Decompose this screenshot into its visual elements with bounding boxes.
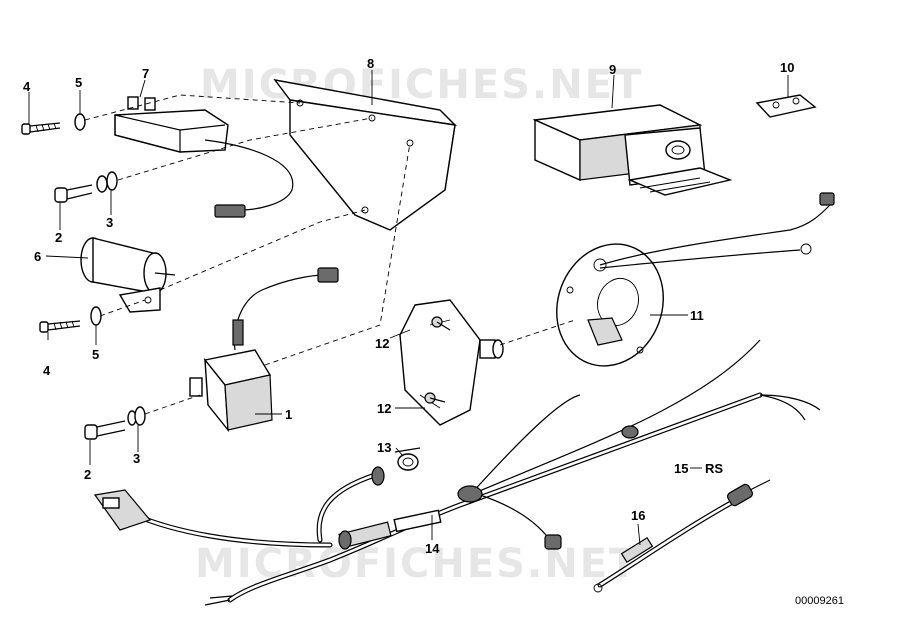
- callout-6: 6: [34, 249, 41, 264]
- callout-11: 11: [690, 308, 704, 323]
- callout-4-lower: 4: [43, 363, 51, 378]
- callout-8: 8: [367, 56, 374, 71]
- callout-13: 13: [377, 440, 391, 455]
- screw-set-2-3-upper[interactable]: [54, 171, 118, 203]
- callout-12-lower: 12: [377, 401, 391, 416]
- part-16-lead[interactable]: [593, 479, 771, 593]
- callout-9: 9: [609, 62, 616, 77]
- callout-3-lower: 3: [133, 451, 140, 466]
- reference-number: 00009261: [795, 595, 844, 607]
- callout-1: 1: [285, 407, 292, 422]
- watermark-bottom: MICROFICHES.NET: [195, 541, 638, 587]
- callout-15-rs: RS: [705, 461, 723, 476]
- callout-15: 15: [674, 461, 688, 476]
- callout-3-upper: 3: [106, 215, 113, 230]
- callout-12-upper: 12: [375, 336, 389, 351]
- callout-16: 16: [631, 508, 645, 523]
- callout-2-upper: 2: [55, 230, 62, 245]
- part-8-bracket[interactable]: [273, 78, 458, 231]
- callout-10: 10: [780, 60, 794, 75]
- screw-set-4-5-lower[interactable]: [39, 306, 102, 333]
- callouts: 4 5 7 8 9 10 2 3 6 4 5 2 3 1 11 12 12 13…: [23, 56, 794, 556]
- leader-lines: [28, 70, 789, 546]
- callout-7: 7: [142, 66, 149, 81]
- callout-5-lower: 5: [92, 347, 99, 362]
- part-11-pickup[interactable]: [540, 192, 835, 381]
- watermark-top: MICROFICHES.NET: [200, 62, 643, 108]
- part-7-module[interactable]: [114, 96, 294, 218]
- callout-2-lower: 2: [84, 467, 91, 482]
- callout-4-top: 4: [23, 79, 31, 94]
- part-10-clip[interactable]: [755, 94, 817, 118]
- callout-14: 14: [425, 541, 440, 556]
- screw-set-4-5-top[interactable]: [21, 113, 86, 135]
- callout-5-top: 5: [75, 75, 82, 90]
- assembly-lines: [84, 94, 576, 415]
- part-14-harness[interactable]: [93, 339, 821, 606]
- part-1-coil[interactable]: [189, 267, 339, 433]
- part-6-condenser[interactable]: [80, 237, 176, 313]
- screw-set-2-3-lower[interactable]: [84, 406, 146, 440]
- part-12-plate[interactable]: [399, 299, 504, 426]
- part-9-control-unit[interactable]: [532, 104, 733, 196]
